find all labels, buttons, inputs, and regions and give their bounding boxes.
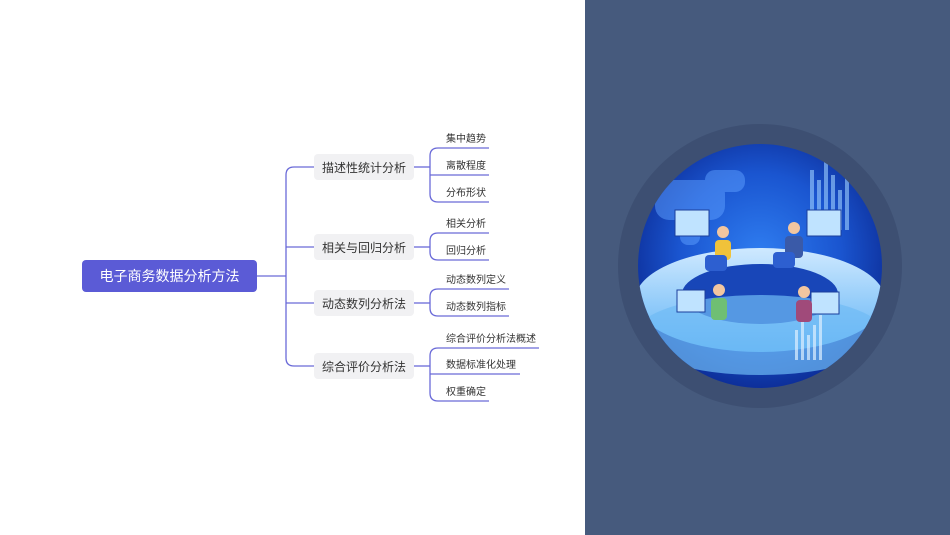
illustration-panel — [585, 0, 950, 535]
mind-map-connectors — [257, 147, 539, 402]
leaf-node: 权重确定 — [446, 387, 486, 398]
branch-node-correlation-regression: 相关与回归分析 — [314, 234, 414, 260]
mind-map: 电子商务数据分析方法 描述性统计分析 相关与回归分析 动态数列分析法 综合评价分… — [82, 134, 539, 402]
connector-trunk — [285, 166, 295, 367]
branch-node-time-series: 动态数列分析法 — [314, 290, 414, 316]
leaf-node: 综合评价分析法概述 — [446, 334, 536, 345]
leaf-node: 分布形状 — [446, 188, 486, 199]
branch-node-descriptive-stats: 描述性统计分析 — [314, 154, 414, 180]
branch-node-comprehensive-evaluation: 综合评价分析法 — [314, 353, 414, 379]
leaf-node: 动态数列指标 — [446, 302, 506, 313]
leaf-node: 相关分析 — [446, 219, 486, 230]
leaf-node: 动态数列定义 — [446, 275, 506, 286]
data-analytics-globe-icon — [618, 124, 902, 408]
root-node: 电子商务数据分析方法 — [82, 260, 257, 292]
leaf-node: 离散程度 — [446, 161, 486, 172]
leaf-node: 数据标准化处理 — [446, 360, 516, 371]
leaf-node: 集中趋势 — [446, 134, 486, 145]
leaf-node: 回归分析 — [446, 246, 486, 257]
